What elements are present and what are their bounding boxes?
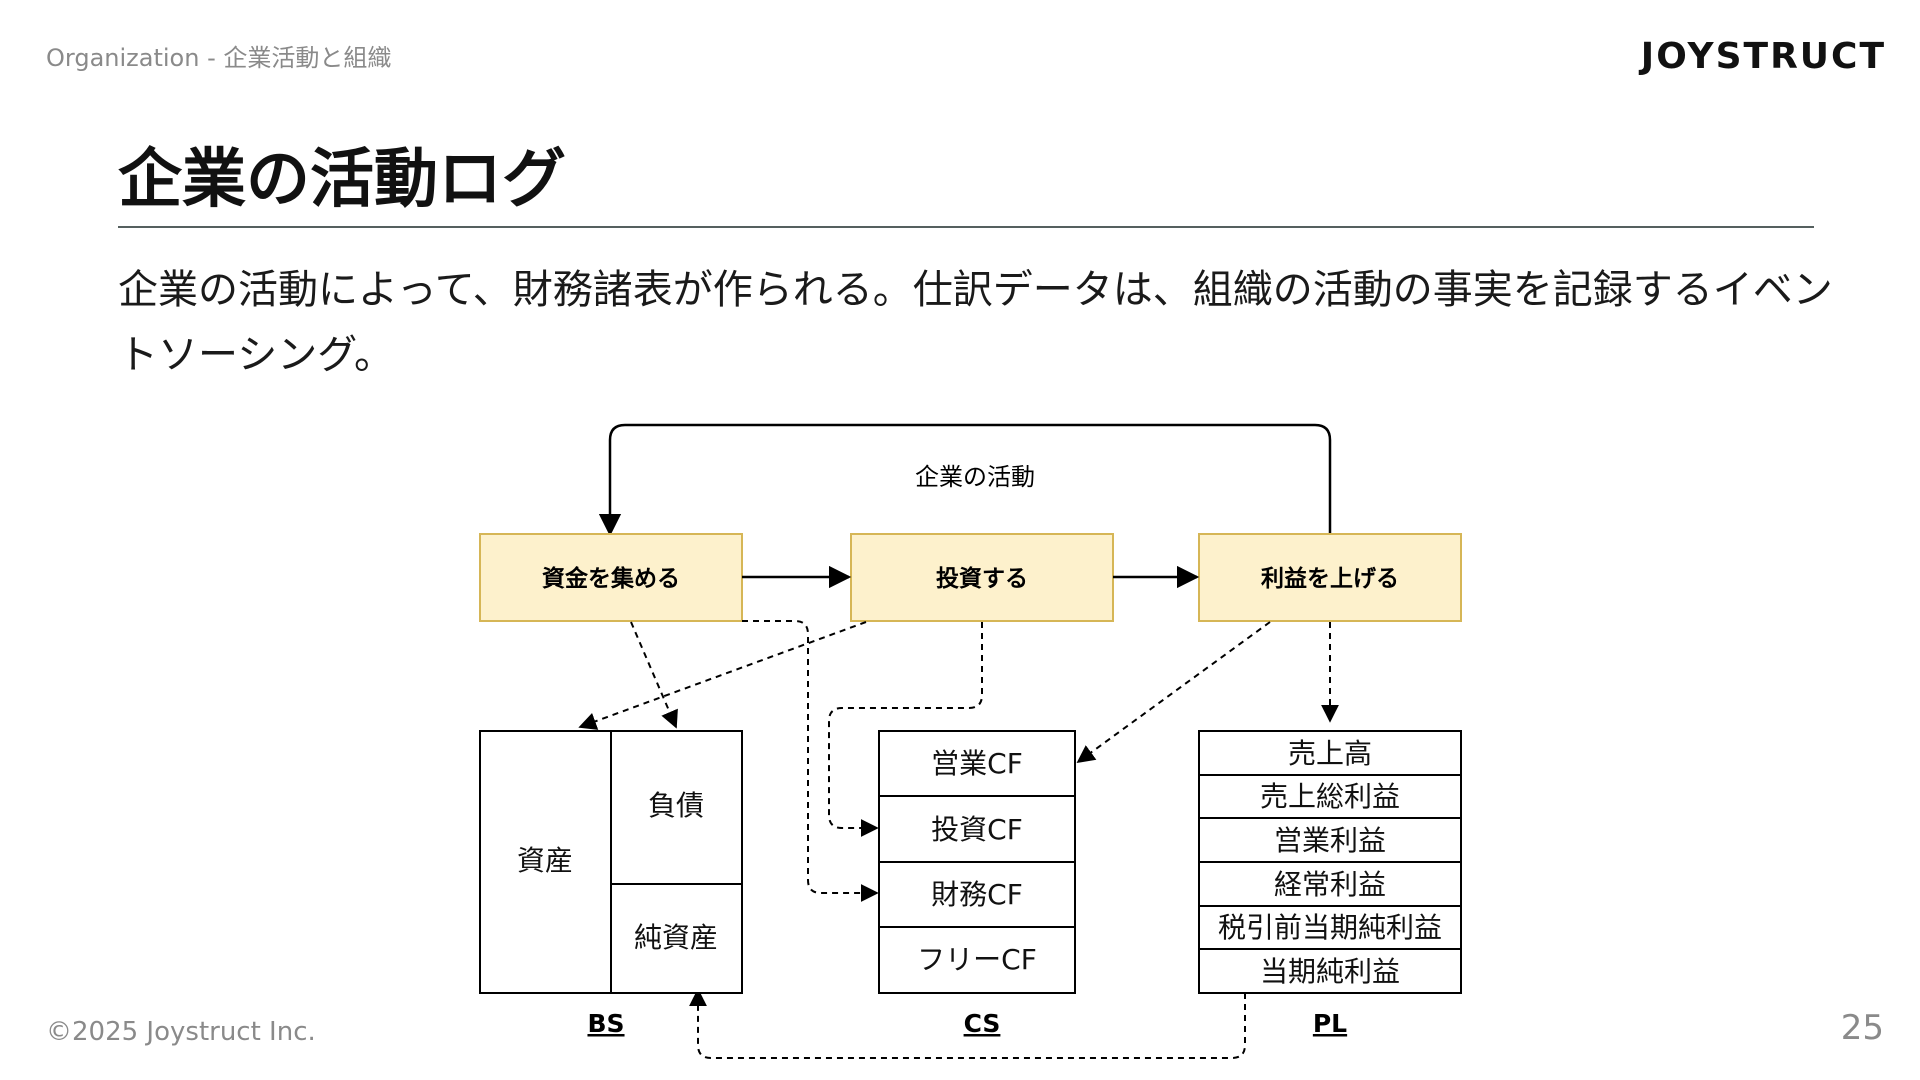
activity-raise-funds: 資金を集める (479, 533, 743, 622)
pl-row: 営業利益 (1274, 824, 1386, 857)
activity-label: 投資する (936, 565, 1028, 592)
cs-row: 財務CF (931, 878, 1023, 911)
balance-sheet: 資産 負債 純資産 BS (479, 730, 743, 1038)
page-title: 企業の活動ログ (118, 143, 566, 217)
dashed-arrow-invest-to-asset (578, 621, 867, 730)
dashed-arrow-invest-to-investing-cf (828, 622, 983, 837)
cs-row: フリーCF (917, 943, 1037, 976)
loop-arrow (598, 423, 1332, 537)
dashed-arrow-raise-to-financing-cf (742, 620, 879, 902)
cs-row: 営業CF (931, 747, 1023, 780)
dashed-arrow-profit-to-operating-cf (1076, 621, 1271, 764)
pl-row: 経常利益 (1274, 868, 1386, 901)
cs-caption: CS (964, 1009, 1001, 1038)
lead-text: 企業の活動によって、財務諸表が作られる。仕訳データは、組織の活動の事実を記録する… (118, 267, 1833, 378)
bs-asset: 資産 (517, 844, 573, 877)
copyright: ©2025 Joystruct Inc. (46, 1017, 316, 1047)
activity-invest: 投資する (850, 533, 1114, 622)
pl-row: 売上総利益 (1260, 780, 1400, 813)
breadcrumb: Organization - 企業活動と組織 (46, 44, 392, 72)
bs-caption: BS (587, 1009, 624, 1038)
bs-liability: 負債 (648, 789, 704, 822)
title-divider (118, 226, 1814, 228)
income-statement: 売上高 売上総利益 営業利益 経常利益 税引前当期純利益 当期純利益 PL (1198, 730, 1462, 1038)
flow-label: 企業の活動 (915, 463, 1035, 491)
dashed-arrow-pl-to-equity (689, 988, 1246, 1059)
dashed-arrow-raise-to-liability (630, 621, 678, 729)
pl-row: 売上高 (1288, 737, 1372, 770)
activity-earn-profit: 利益を上げる (1198, 533, 1462, 622)
cash-flow-statement: 営業CF 投資CF 財務CF フリーCF CS (878, 730, 1076, 1038)
page-number: 25 (1840, 1008, 1884, 1048)
bs-equity: 純資産 (634, 921, 718, 954)
pl-row: 当期純利益 (1260, 955, 1400, 988)
pl-row: 税引前当期純利益 (1218, 911, 1442, 944)
cs-row: 投資CF (931, 813, 1023, 846)
company-logo: JOYSTRUCT (1640, 36, 1886, 77)
activity-label: 利益を上げる (1261, 565, 1399, 592)
activity-label: 資金を集める (542, 565, 680, 592)
pl-caption: PL (1313, 1009, 1347, 1038)
